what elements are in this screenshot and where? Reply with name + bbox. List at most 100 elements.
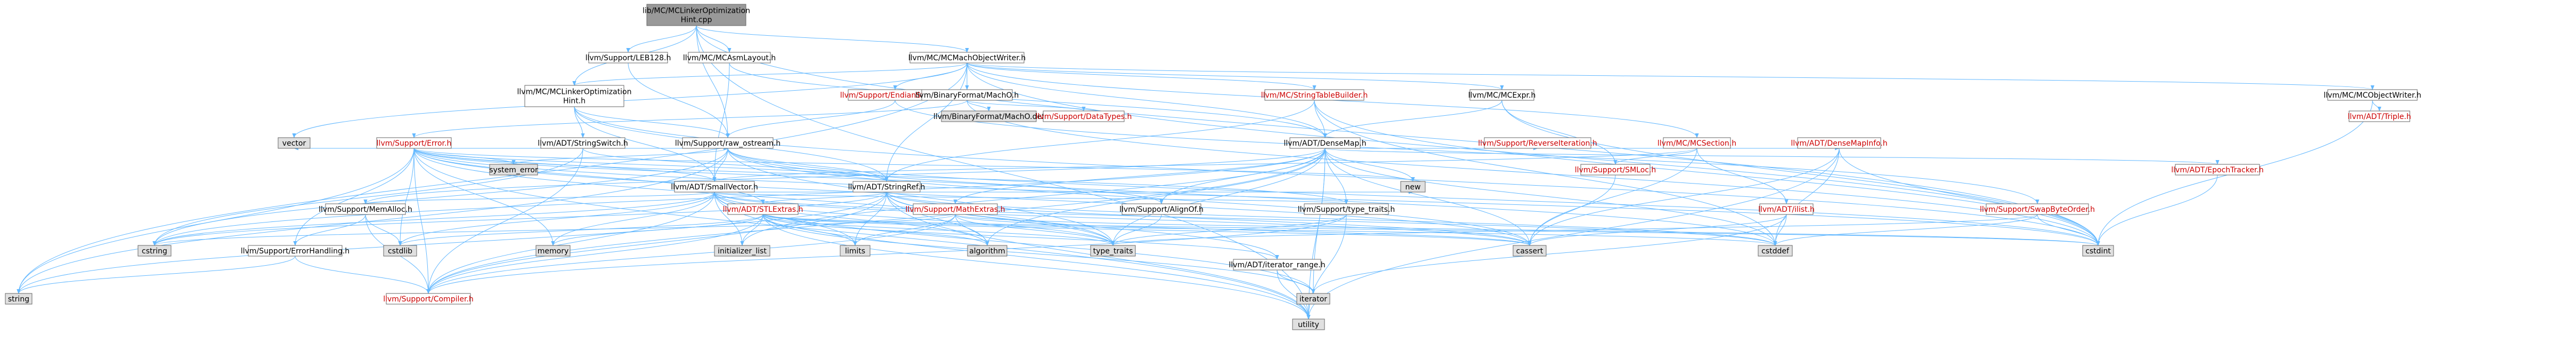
- node-errorhandling[interactable]: llvm/Support/ErrorHandling.h: [241, 245, 350, 257]
- node-mathextras[interactable]: llvm/Support/MathExtras.h: [905, 203, 1005, 215]
- edge-error-to-stringref: [413, 148, 889, 182]
- edge-rawostream-to-cstdint: [727, 148, 2100, 246]
- node-stringswitch-box: [540, 137, 625, 149]
- node-limits-box: [840, 245, 871, 257]
- node-objwriter-box: [909, 52, 1025, 63]
- node-triple[interactable]: llvm/ADT/Triple.h: [2348, 110, 2411, 122]
- edge-mclinkeropt-to-rawostream: [574, 106, 730, 138]
- edge-rawostream-to-cstring: [152, 148, 728, 246]
- node-stringswitch-label-line-0: llvm/ADT/StringSwitch.h: [538, 139, 628, 148]
- node-swapbyteorder[interactable]: llvm/Support/SwapByteOrder.h: [1980, 203, 2095, 215]
- edge-densemap-to-cassert: [1324, 148, 1532, 246]
- node-ilist[interactable]: llvm/ADT/ilist.h: [1758, 203, 1815, 215]
- node-stringref-box: [852, 181, 921, 193]
- edge-stringref-to-cstring: [152, 192, 887, 246]
- node-stringswitch[interactable]: llvm/ADT/StringSwitch.h: [538, 137, 628, 149]
- node-cstddef: cstddef: [1758, 245, 1793, 257]
- edge-mathextras-to-cstring: [152, 214, 956, 246]
- node-mcobjwriter[interactable]: llvm/MC/MCObjectWriter.h: [2323, 89, 2421, 101]
- edge-stringswitch-to-cstring: [152, 148, 583, 246]
- node-new-box: [1400, 181, 1426, 193]
- edge-smallvector-to-cstring: [152, 192, 715, 246]
- node-smallvector[interactable]: llvm/ADT/SmallVector.h: [671, 181, 758, 193]
- node-objwriter[interactable]: llvm/MC/MCMachObjectWriter.h: [908, 52, 1026, 63]
- edge-smallvector-to-initlist: [714, 192, 744, 246]
- node-cstddef-label-line-0: cstddef: [1761, 247, 1790, 256]
- edge-error-to-stlextras: [413, 148, 765, 204]
- node-strtable[interactable]: llvm/MC/StringTableBuilder.h: [1261, 89, 1368, 101]
- node-densemap[interactable]: llvm/ADT/DenseMap.h: [1283, 137, 1367, 149]
- edge-stlextras-to-algorithm: [762, 214, 989, 246]
- edge-stringref-to-stlextras: [761, 192, 887, 204]
- node-root-label-line-1: Hint.cpp: [681, 16, 712, 25]
- edge-strtable-to-cstdint: [1314, 100, 2100, 246]
- node-alignof[interactable]: llvm/Support/AlignOf.h: [1119, 203, 1204, 215]
- node-reverseiter-label-line-0: llvm/Support/ReverseIteration.h: [1478, 139, 1597, 148]
- node-rawostream[interactable]: llvm/Support/raw_ostream.h: [675, 137, 781, 149]
- node-ilist-label-line-0: llvm/ADT/ilist.h: [1758, 205, 1815, 214]
- edge-stlextras-to-cstddef: [762, 214, 1777, 246]
- node-iterrange[interactable]: llvm/ADT/iterator_range.h: [1229, 259, 1326, 271]
- edge-smallvector-to-utility: [714, 192, 1311, 320]
- node-reverseiter[interactable]: llvm/Support/ReverseIteration.h: [1478, 137, 1597, 149]
- edge-binmacho-to-datatypes: [966, 100, 1086, 112]
- node-smloc-label-line-0: llvm/Support/SMLoc.h: [1575, 166, 1656, 174]
- node-mcobjwriter-label-line-0: llvm/MC/MCObjectWriter.h: [2323, 91, 2421, 100]
- edge-binmacho-to-cstdint: [966, 100, 2100, 246]
- node-algorithm: algorithm: [967, 245, 1007, 257]
- node-stlextras[interactable]: llvm/ADT/STLExtras.h: [723, 203, 803, 215]
- edge-objwriter-to-string: [17, 62, 968, 294]
- node-epochtracker[interactable]: llvm/ADT/EpochTracker.h: [2171, 164, 2264, 176]
- node-asmlayout-label-line-0: llvm/MC/MCAsmLayout.h: [683, 54, 776, 62]
- node-binmacho[interactable]: llvm/BinaryFormat/MachO.h: [915, 89, 1019, 101]
- node-leb128[interactable]: llvm/Support/LEB128.h: [586, 52, 671, 63]
- node-utility-box: [1292, 319, 1325, 330]
- node-mcexpr[interactable]: llvm/MC/MCExpr.h: [1468, 89, 1536, 101]
- edge-densemap-to-mathextras: [953, 148, 1326, 204]
- edge-mcexpr-to-densemap: [1323, 100, 1502, 138]
- node-densemapinfo[interactable]: llvm/ADT/DenseMapInfo.h: [1791, 137, 1888, 149]
- node-iterator-box: [1296, 293, 1330, 305]
- edge-error-to-utility: [413, 148, 1311, 320]
- node-mcsection[interactable]: llvm/MC/MCSection.h: [1657, 137, 1736, 149]
- edge-smallvector-to-memory: [551, 192, 715, 246]
- node-compiler[interactable]: llvm/Support/Compiler.h: [383, 293, 474, 305]
- node-root-box: [646, 4, 746, 26]
- edge-stringref-to-cstddef: [886, 192, 1777, 246]
- node-vector: vector: [278, 137, 311, 149]
- node-leb128-box: [588, 52, 668, 63]
- edge-root-to-asmlayout: [696, 25, 732, 53]
- edge-mcexpr-to-cstdint: [1501, 100, 2100, 246]
- edge-densemapinfo-to-cstdint: [1839, 148, 2100, 246]
- edge-error-to-memory: [413, 148, 555, 246]
- edge-rawostream-to-cstddef: [727, 148, 1777, 246]
- edge-strtable-to-cstddef: [1314, 100, 1777, 246]
- node-smloc-box: [1580, 164, 1651, 176]
- edge-mathextras-to-compiler: [426, 214, 956, 294]
- edge-strtable-to-stringref: [884, 100, 1315, 182]
- node-stringref[interactable]: llvm/ADT/StringRef.h: [848, 181, 925, 193]
- node-iterrange-label-line-0: llvm/ADT/iterator_range.h: [1229, 261, 1325, 269]
- node-stringref-label-line-0: llvm/ADT/StringRef.h: [848, 183, 925, 192]
- edge-densemapinfo-to-cstddef: [1773, 148, 1840, 246]
- node-memalloc[interactable]: llvm/Support/MemAlloc.h: [319, 203, 412, 215]
- node-memory-box: [535, 245, 571, 257]
- node-cstdlib: cstdlib: [383, 245, 417, 257]
- node-cstdlib-label-line-0: cstdlib: [388, 247, 412, 256]
- node-datatypes[interactable]: llvm/Support/DataTypes.h: [1036, 110, 1132, 122]
- edge-densemap-to-cstring: [152, 148, 1326, 246]
- node-mcsection-box: [1663, 137, 1731, 149]
- node-smloc[interactable]: llvm/Support/SMLoc.h: [1575, 164, 1656, 176]
- node-asmlayout[interactable]: llvm/MC/MCAsmLayout.h: [683, 52, 776, 63]
- node-densemap-label-line-0: llvm/ADT/DenseMap.h: [1283, 139, 1366, 148]
- edge-objwriter-to-stringref: [884, 62, 968, 182]
- edge-smallvector-to-cstddef: [714, 192, 1777, 246]
- edge-objwriter-to-strtable: [966, 62, 1317, 90]
- node-error[interactable]: llvm/Support/Error.h: [376, 137, 452, 149]
- node-macho_def-box: [941, 110, 1037, 122]
- node-reverseiter-box: [1484, 137, 1591, 149]
- node-typetraits_h[interactable]: llvm/Support/type_traits.h: [1298, 203, 1395, 215]
